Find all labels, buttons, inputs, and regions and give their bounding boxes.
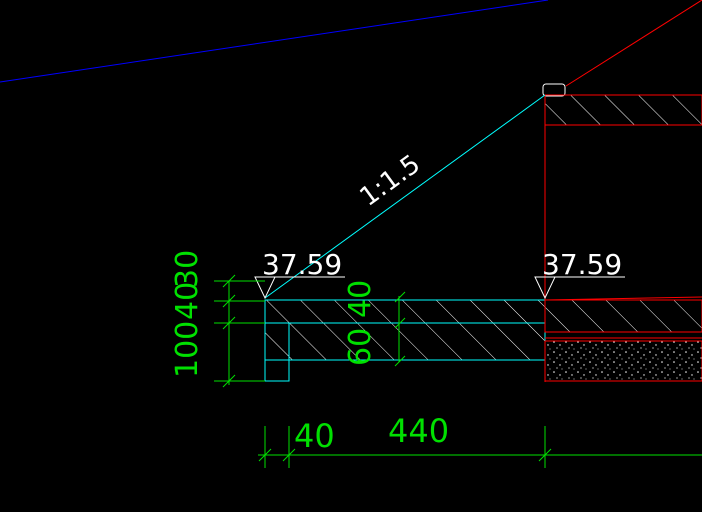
blue-reference-line: [0, 0, 549, 83]
dim-left-40: 40: [170, 282, 205, 320]
left-vertical-dimension: [214, 274, 265, 388]
red-band-line-a: [544, 296, 702, 301]
bottom-horizontal-dimension: [258, 426, 702, 468]
elevation-marker-left: 37.59: [254, 248, 345, 300]
elevation-label-left: 37.59: [262, 248, 342, 281]
red-hatched-band-lower: [544, 299, 702, 333]
dim-bottom-40: 40: [294, 417, 335, 455]
inner-vertical-dimension: [394, 291, 406, 367]
slope-label: 1:1.5: [354, 149, 426, 212]
dim-bottom-440: 440: [388, 412, 449, 450]
dim-left-100: 100: [170, 321, 205, 378]
slope-top-cap: [542, 83, 566, 97]
cyan-hatched-strip: [264, 299, 546, 361]
concrete-block: [544, 340, 702, 382]
elevation-label-right: 37.59: [542, 248, 622, 281]
dim-inner-60: 60: [343, 328, 378, 366]
dim-left-30: 30: [170, 250, 205, 288]
red-hatched-band-upper: [544, 94, 702, 126]
cyan-slope-line: [264, 94, 546, 299]
cyan-footing-toe: [264, 322, 290, 382]
red-diagonal-line: [565, 0, 702, 87]
elevation-marker-right: 37.59: [534, 248, 625, 300]
dim-inner-40: 40: [343, 280, 378, 318]
